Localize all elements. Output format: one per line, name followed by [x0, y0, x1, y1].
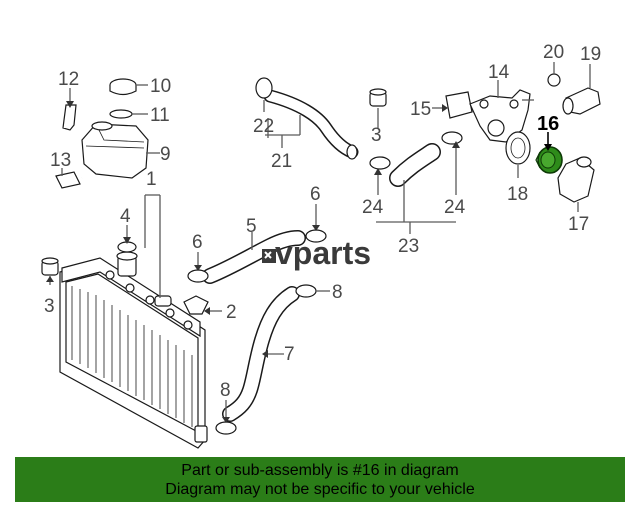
- upper-radiator-hose: [202, 230, 306, 284]
- callout-15: 15: [410, 99, 431, 120]
- reservoir-cap: [109, 78, 137, 96]
- mount-bushing-left: [41, 257, 59, 285]
- callout-3-left: 3: [44, 296, 55, 317]
- callout-18: 18: [507, 184, 528, 205]
- water-outlet: [562, 64, 601, 115]
- clamp-24-right: [441, 131, 463, 195]
- callout-23: 23: [398, 236, 419, 257]
- callout-24-right: 24: [444, 197, 466, 218]
- callout-17: 17: [568, 214, 589, 235]
- overflow-hose: [40, 168, 119, 254]
- thermostat-housing: [469, 80, 531, 143]
- lower-radiator-hose: [222, 286, 300, 422]
- temperature-sensor: [369, 88, 387, 118]
- clamp-6-left: [187, 252, 209, 283]
- reservoir-gasket: [109, 109, 133, 119]
- callout-10: 10: [150, 76, 171, 97]
- banner-line-2: Diagram may not be specific to your vehi…: [165, 481, 475, 498]
- callout-8-upper: 8: [332, 282, 343, 303]
- callout-7: 7: [284, 344, 295, 365]
- leader-23: [376, 180, 456, 234]
- clamp-6-right: [305, 204, 327, 243]
- callout-8-lower: 8: [220, 380, 231, 401]
- callout-labels: 1 2 3 3 3 4 5 6 6 7 8 8 9 10 11 12 13 14…: [44, 42, 601, 401]
- radiator: [59, 251, 208, 449]
- thermostat-highlighted[interactable]: [535, 132, 563, 174]
- logo-text: vparts: [275, 235, 371, 271]
- clamp-8-upper: [295, 284, 330, 298]
- housing-gasket: [432, 91, 473, 119]
- info-banner: Part or sub-assembly is #16 in diagram D…: [15, 457, 625, 502]
- thermostat-gasket: [505, 131, 531, 178]
- callout-13: 13: [50, 150, 71, 171]
- callout-9: 9: [160, 144, 171, 165]
- callout-1: 1: [146, 169, 157, 190]
- banner-line-1: Part or sub-assembly is #16 in diagram: [181, 462, 459, 479]
- leader-lines: [132, 84, 534, 298]
- callout-4: 4: [120, 206, 131, 227]
- callout-6-left: 6: [192, 232, 203, 253]
- thermostat-cover: [557, 156, 595, 212]
- callout-16-highlighted: 16: [537, 113, 559, 135]
- coolant-reservoir: [81, 121, 149, 179]
- callout-19: 19: [580, 44, 601, 65]
- callout-22: 22: [253, 116, 274, 137]
- callout-14: 14: [488, 62, 510, 83]
- callout-6-right: 6: [310, 184, 321, 205]
- clamp-8-lower: [215, 400, 237, 435]
- bypass-hose: [389, 143, 441, 187]
- callout-21: 21: [271, 151, 292, 172]
- water-pipe: [263, 89, 359, 160]
- callout-24-left: 24: [362, 197, 384, 218]
- clip-2: [183, 295, 222, 315]
- vparts-logo: vparts: [262, 235, 371, 271]
- callout-2: 2: [226, 302, 237, 323]
- callout-5: 5: [246, 216, 257, 237]
- callout-20: 20: [543, 42, 564, 63]
- callout-11: 11: [150, 105, 170, 126]
- clamp-24-left: [369, 156, 391, 195]
- callout-3-top: 3: [371, 125, 382, 146]
- callout-12: 12: [58, 69, 79, 90]
- bracket: [62, 88, 77, 131]
- outlet-o-ring: [547, 62, 561, 87]
- pipe-o-ring: [255, 77, 273, 112]
- clamp-4: [117, 225, 137, 253]
